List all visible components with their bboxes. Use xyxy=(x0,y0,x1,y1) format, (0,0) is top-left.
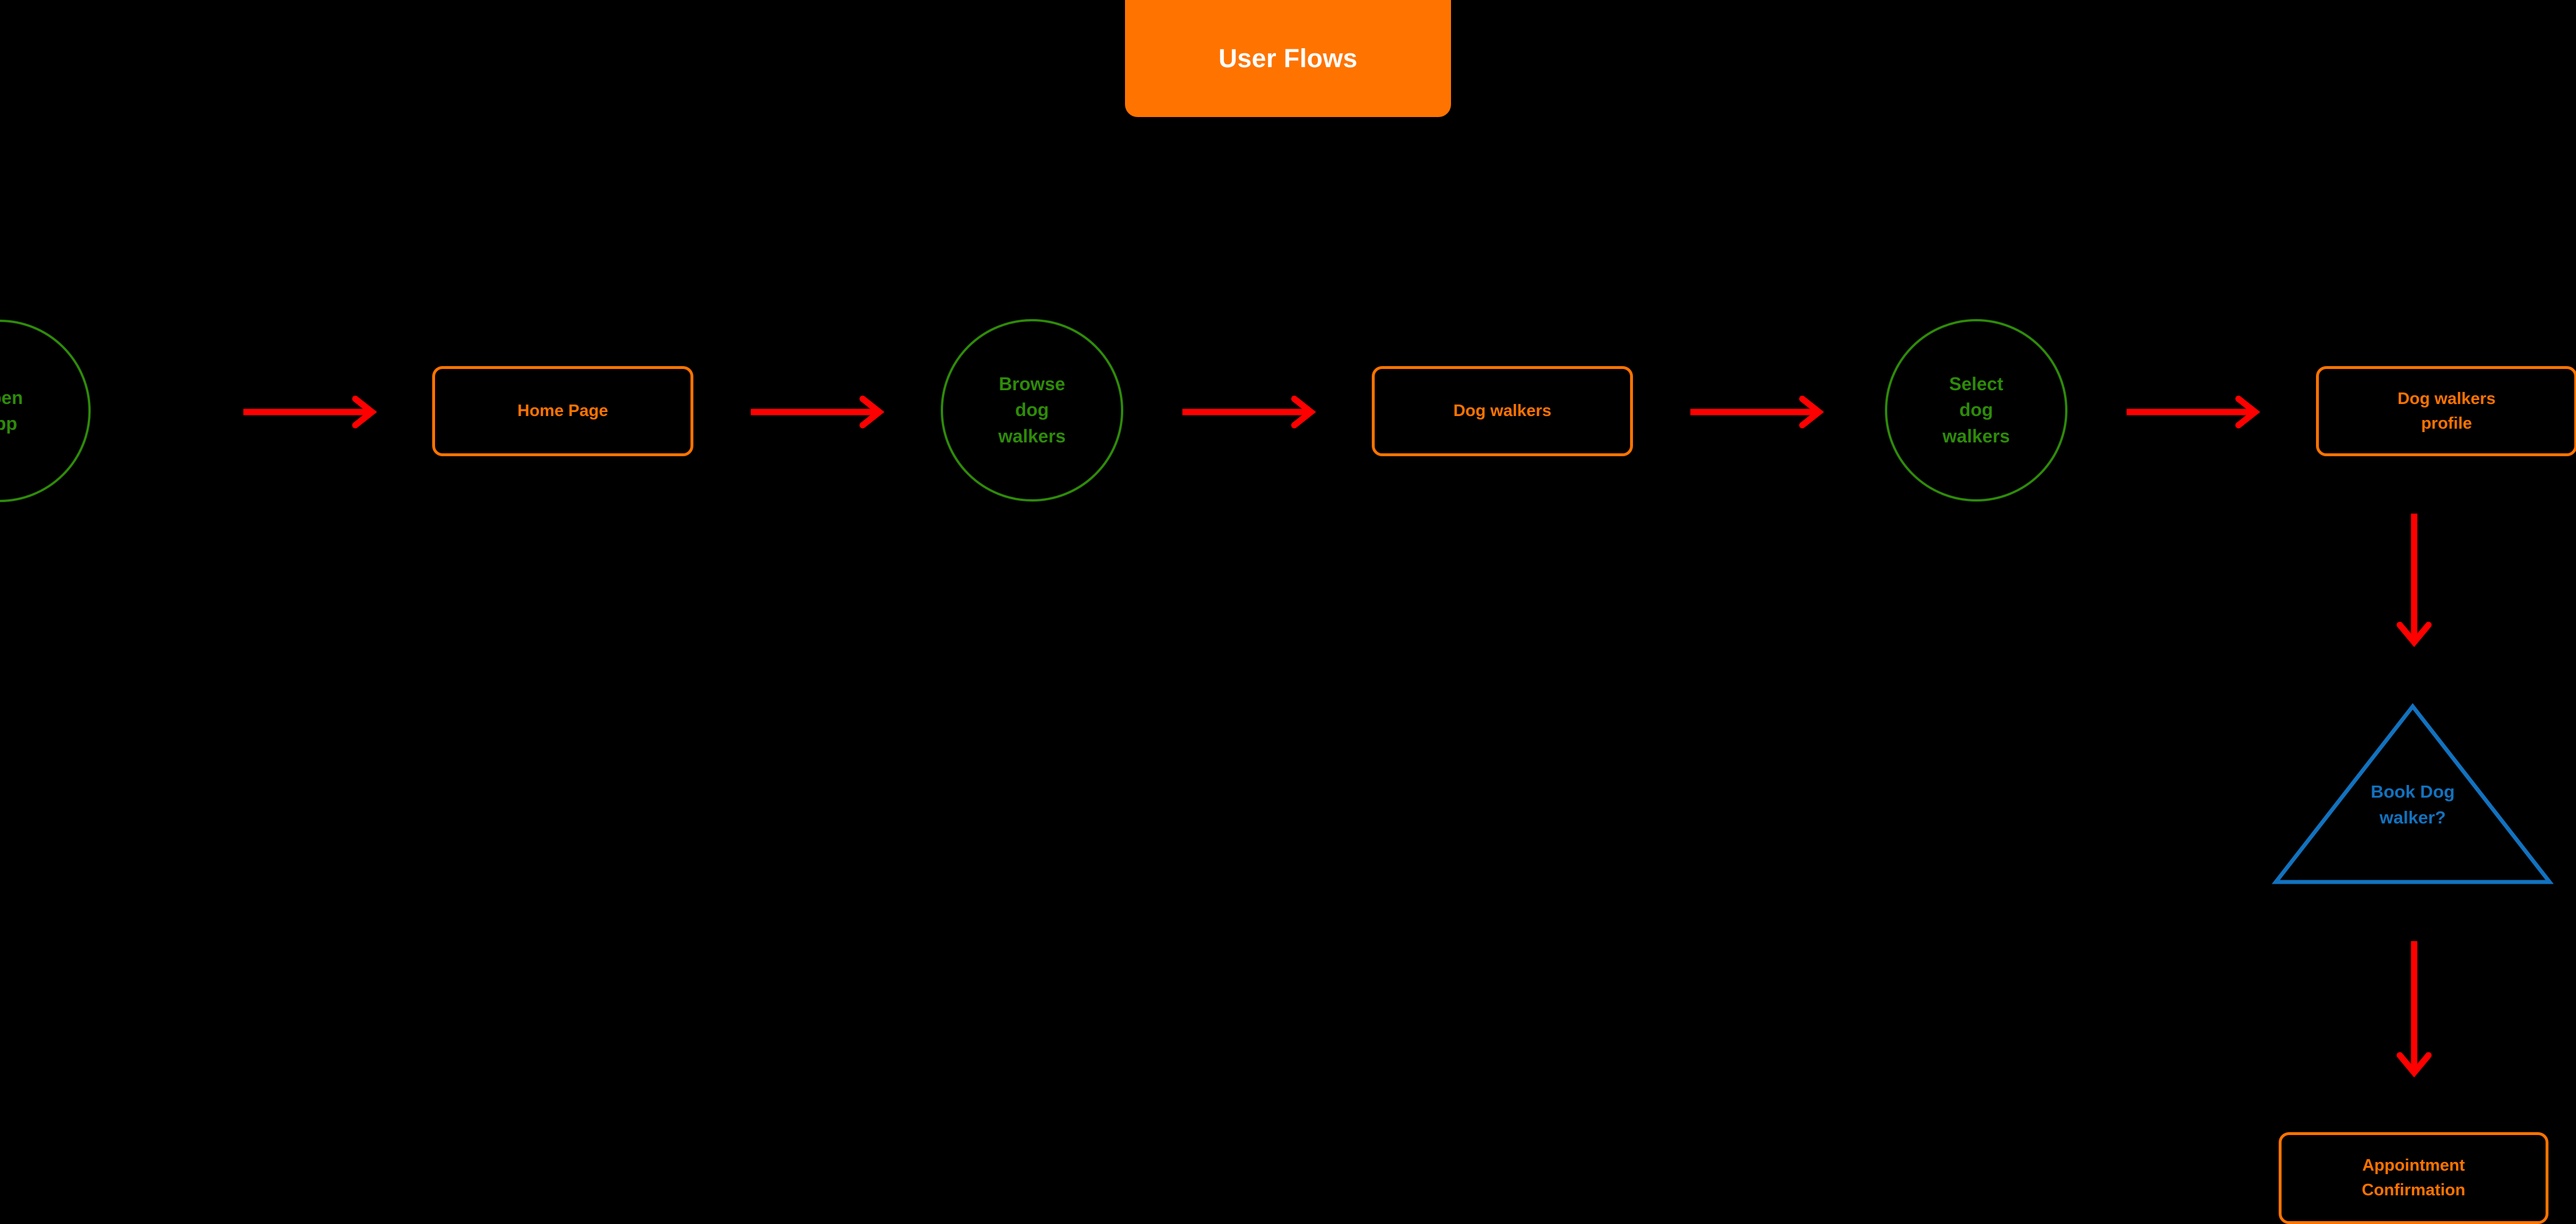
node-book-dog-walker-label: Book Dog walker? xyxy=(2371,782,2455,828)
node-dog-walkers-profile[interactable]: Dog walkers profile xyxy=(2316,366,2576,456)
node-appointment-confirmation[interactable]: Appointment Confirmation xyxy=(2279,1132,2548,1224)
node-open-app[interactable]: Open App xyxy=(0,320,91,502)
page-title: User Flows xyxy=(1218,44,1358,73)
connector-decision-to-confirmation xyxy=(2381,941,2447,1078)
node-appointment-confirmation-label: Appointment Confirmation xyxy=(2361,1156,2466,1199)
connector-profile-to-decision xyxy=(2381,514,2447,647)
connector-open-app-to-home-page xyxy=(243,395,377,429)
node-dog-walkers[interactable]: Dog walkers xyxy=(1372,366,1633,456)
connector-home-page-to-browse xyxy=(751,395,884,429)
connector-dog-walkers-to-select xyxy=(1690,395,1824,429)
connector-select-to-profile xyxy=(2127,395,2260,429)
node-select-dog-walkers[interactable]: Select dog walkers xyxy=(1885,319,2067,502)
node-home-page[interactable]: Home Page xyxy=(432,366,693,456)
node-dog-walkers-label: Dog walkers xyxy=(1453,402,1551,421)
node-dog-walkers-profile-label: Dog walkers profile xyxy=(2397,389,2496,433)
node-select-dog-walkers-label: Select dog walkers xyxy=(1942,373,2010,446)
node-open-app-label: Open App xyxy=(0,387,23,434)
node-book-dog-walker-decision[interactable]: Book Dog walker? xyxy=(2271,702,2554,887)
node-browse-dog-walkers-label: Browse dog walkers xyxy=(998,373,1066,446)
page-title-banner: User Flows xyxy=(1125,0,1451,117)
connector-browse-to-dog-walkers xyxy=(1182,395,1316,429)
node-home-page-label: Home Page xyxy=(517,402,608,421)
node-browse-dog-walkers[interactable]: Browse dog walkers xyxy=(941,319,1123,502)
